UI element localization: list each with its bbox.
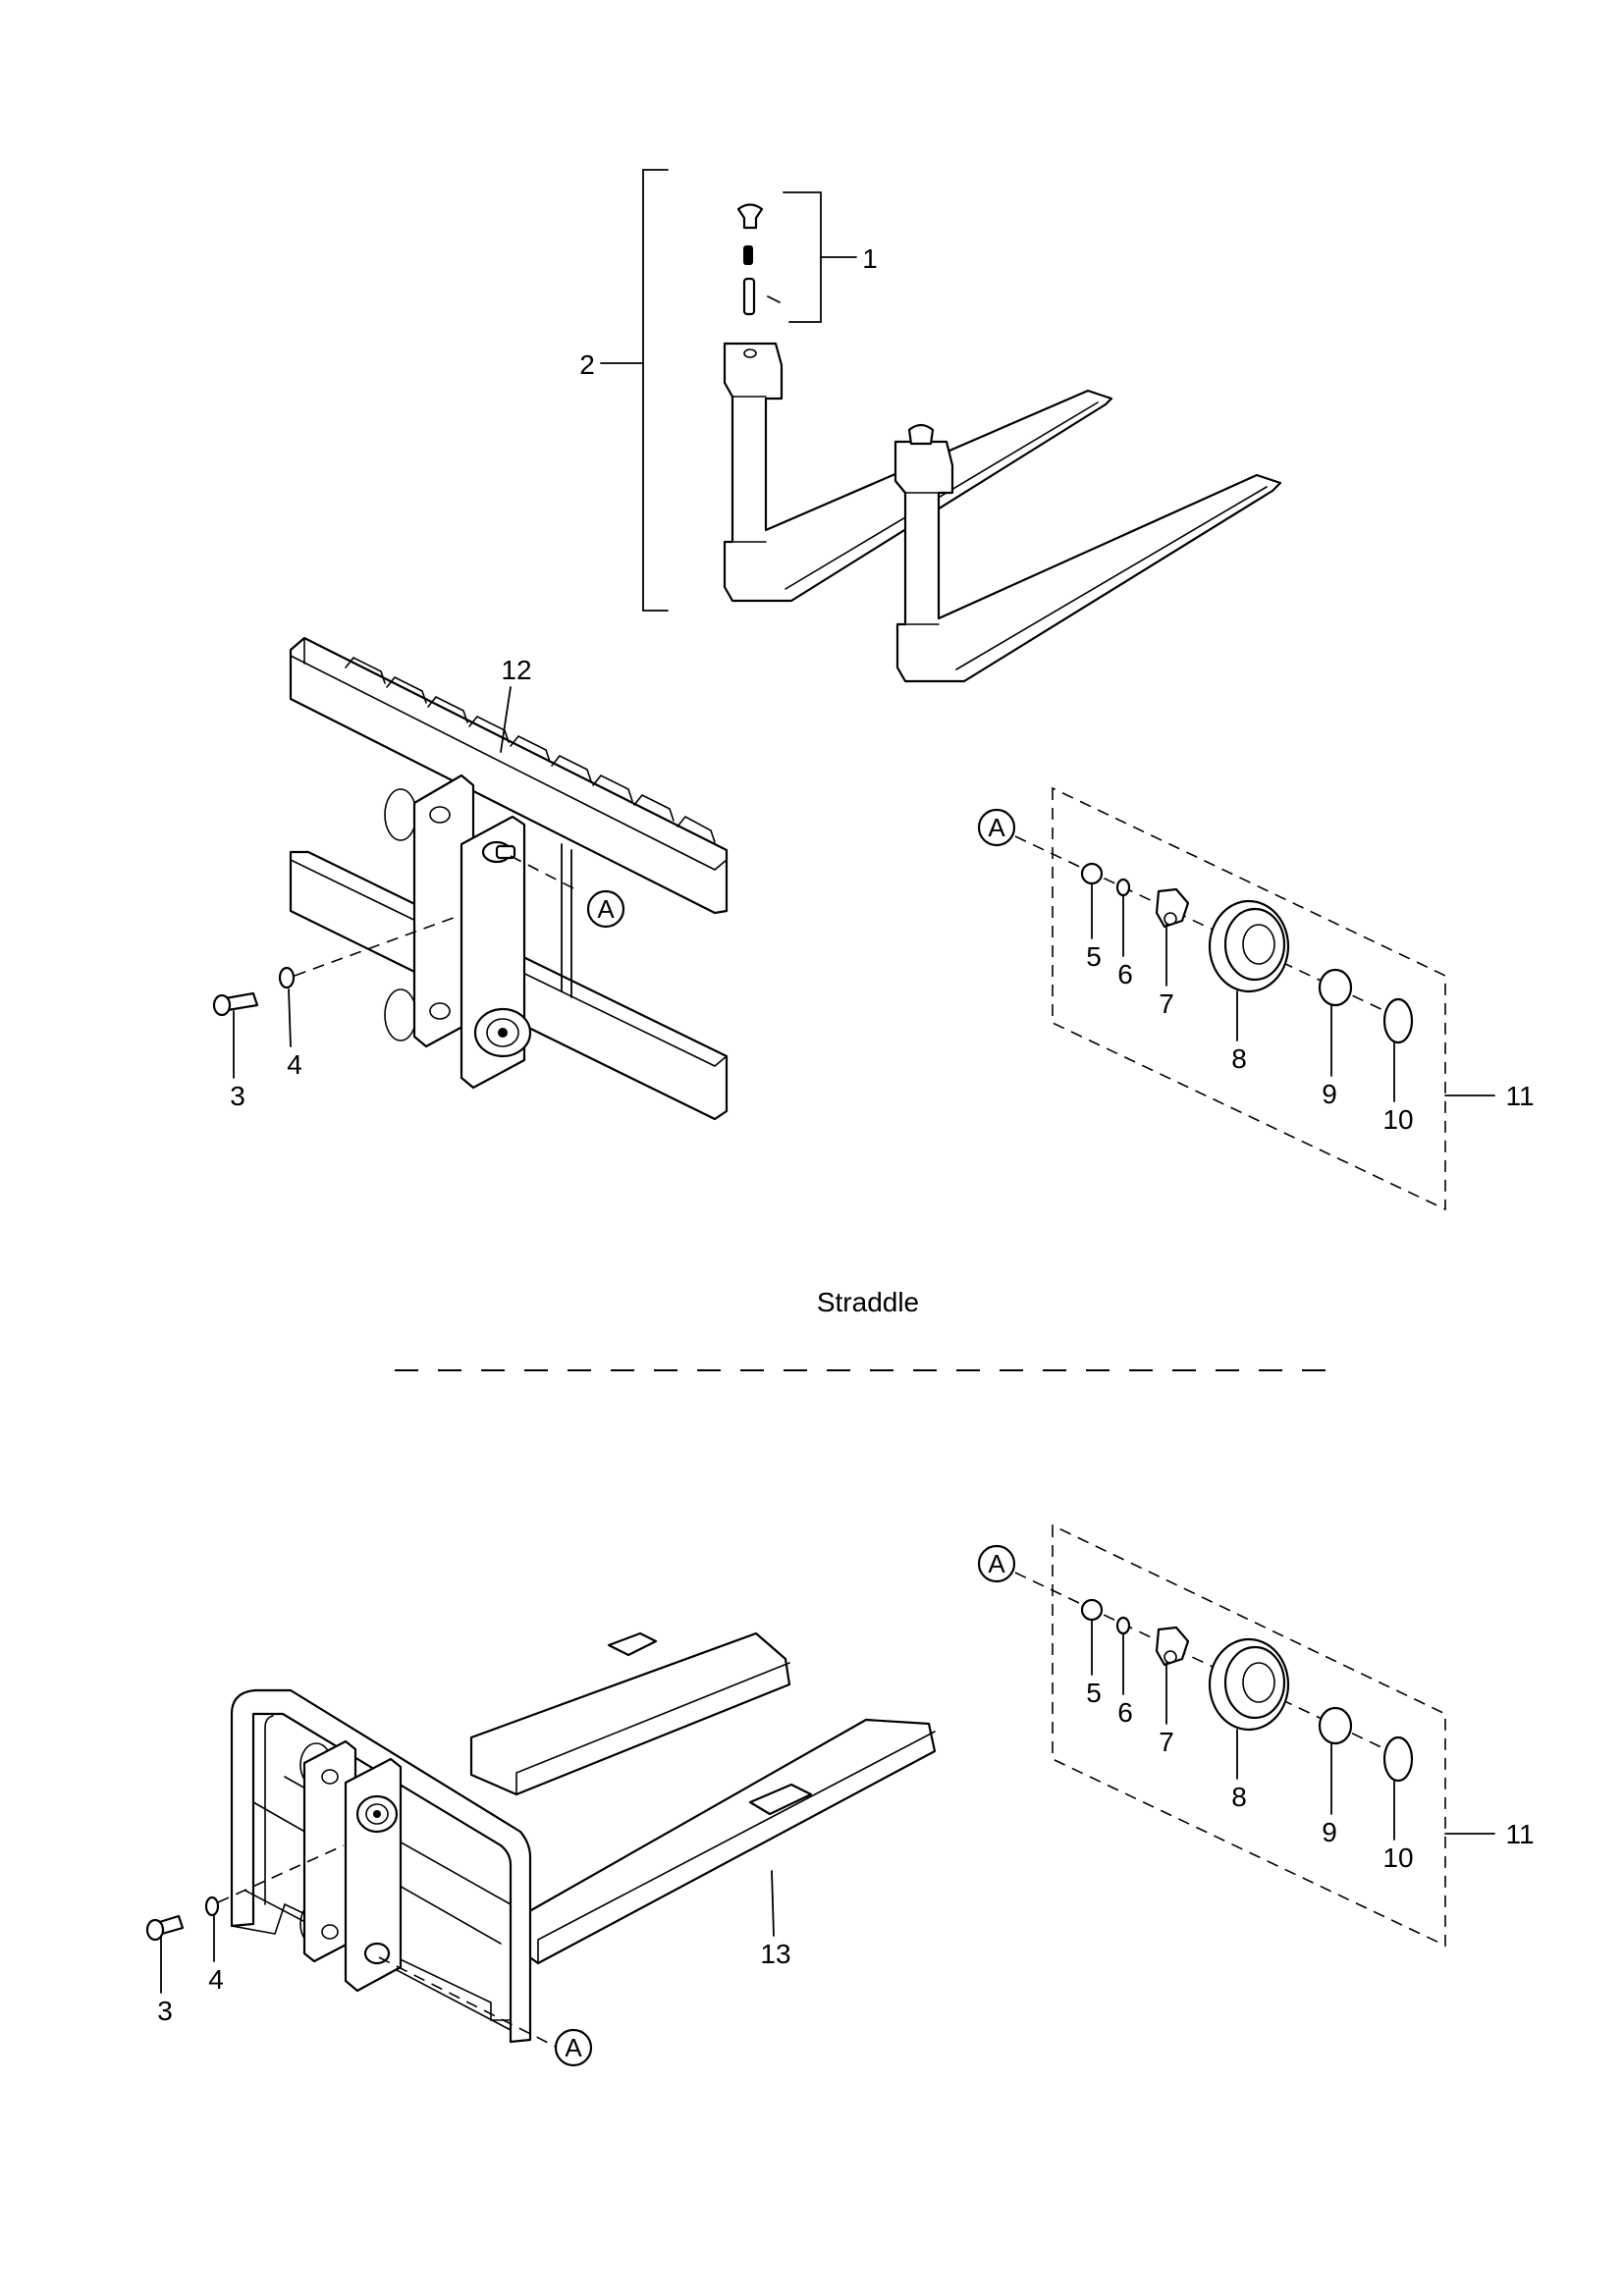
roller-detail-bottom: A	[977, 1523, 1495, 1948]
callout-7: 7	[1159, 1727, 1174, 1757]
callout-1: 1	[862, 243, 878, 274]
roller-detail-top: A	[977, 786, 1495, 1211]
callout-8: 8	[1231, 1043, 1247, 1074]
reference-marker-a-bottom-assembly: A	[554, 2028, 593, 2067]
callout-8: 8	[1231, 1782, 1247, 1812]
fork-assembly	[600, 169, 1282, 683]
callout-5: 5	[1086, 941, 1102, 972]
callout-13: 13	[760, 1939, 790, 1969]
reference-marker-a-top-carriage: A	[586, 889, 625, 929]
right-fork	[893, 423, 1282, 683]
callout-3: 3	[230, 1081, 245, 1111]
callout-2: 2	[579, 349, 595, 380]
callout-4: 4	[287, 1049, 302, 1080]
fork-pin-kit	[736, 203, 781, 316]
callout-9: 9	[1322, 1079, 1337, 1109]
callout-11: 11	[1505, 1081, 1534, 1111]
bottom-bolt-and-washer	[145, 1896, 220, 1942]
svg-text:A: A	[565, 2033, 582, 2062]
callout-10: 10	[1382, 1104, 1413, 1135]
callout-3: 3	[157, 1996, 173, 2026]
svg-text:A: A	[988, 1549, 1005, 1578]
reference-marker-a-detail-bottom: A	[977, 1544, 1016, 1583]
callout-7: 7	[1159, 988, 1174, 1019]
callout-6: 6	[1117, 1697, 1133, 1728]
callout-6: 6	[1117, 959, 1133, 989]
straddle-assembly	[145, 1631, 937, 2049]
top-bolt-and-washer	[212, 966, 296, 1017]
svg-text:A: A	[988, 813, 1005, 842]
svg-text:A: A	[597, 894, 615, 924]
straddle-caption: Straddle	[817, 1287, 919, 1317]
callout-5: 5	[1086, 1678, 1102, 1708]
callout-11: 11	[1505, 1819, 1534, 1849]
reference-marker-a-detail-top: A	[977, 808, 1016, 847]
top-callouts: 1 2 12 3 4 5 6 7 8 9 10 11	[230, 243, 1534, 1135]
callout-9: 9	[1322, 1817, 1337, 1847]
fork-carriage-assembly	[212, 636, 729, 1121]
carriage-notches	[345, 656, 716, 843]
callout-4: 4	[208, 1964, 224, 1995]
callout-12: 12	[501, 655, 531, 685]
callout-10: 10	[1382, 1842, 1413, 1873]
bottom-callouts: 3 4 13 5 6 7 8 9 10 11	[157, 1678, 1534, 2026]
